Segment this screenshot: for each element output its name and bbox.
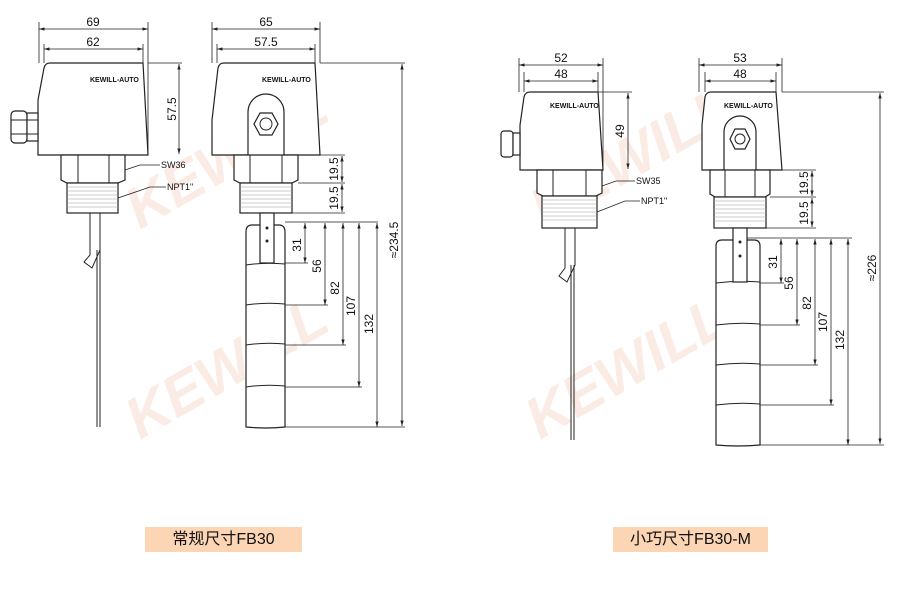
svg-text:SW35: SW35 xyxy=(636,176,661,186)
svg-text:19.5: 19.5 xyxy=(327,157,341,181)
svg-text:KEWILL-AUTO: KEWILL-AUTO xyxy=(550,103,599,110)
svg-text:KEWILL-AUTO: KEWILL-AUTO xyxy=(724,103,773,110)
svg-text:KEWILL-AUTO: KEWILL-AUTO xyxy=(90,77,139,84)
svg-text:65: 65 xyxy=(259,15,273,29)
svg-text:19.5: 19.5 xyxy=(797,171,811,195)
svg-text:49: 49 xyxy=(613,124,627,138)
svg-text:48: 48 xyxy=(733,67,747,81)
svg-text:48: 48 xyxy=(554,67,568,81)
svg-text:52: 52 xyxy=(554,51,568,65)
caption-fb30-m: 小巧尺寸FB30-M xyxy=(613,527,768,552)
svg-text:KEWILL: KEWILL xyxy=(514,284,739,451)
fb30-front-view: KEWILL-AUTO 65 57.5 19.5 19.5 31 56 xyxy=(211,15,405,429)
fb30m-front-view: KEWILL-AUTO 53 48 19.5 19.5 31 56 8 xyxy=(698,51,884,447)
svg-text:107: 107 xyxy=(344,296,358,316)
svg-text:31: 31 xyxy=(290,238,304,252)
svg-text:NPT1": NPT1" xyxy=(167,182,193,192)
watermark: KEWILL KEWILL KEWILL KEWILL xyxy=(114,74,744,451)
svg-text:53: 53 xyxy=(733,51,747,65)
svg-text:132: 132 xyxy=(833,330,847,350)
svg-text:56: 56 xyxy=(782,276,796,290)
svg-text:57.5: 57.5 xyxy=(254,35,278,49)
svg-text:62: 62 xyxy=(86,35,100,49)
svg-text:107: 107 xyxy=(816,312,830,332)
svg-text:≈226: ≈226 xyxy=(865,254,879,281)
svg-text:82: 82 xyxy=(800,296,814,310)
svg-text:56: 56 xyxy=(310,259,324,273)
caption-fb30: 常规尺寸FB30 xyxy=(145,527,302,552)
svg-text:KEWILL: KEWILL xyxy=(114,284,339,451)
svg-text:57.5: 57.5 xyxy=(165,97,179,121)
svg-text:KEWILL-AUTO: KEWILL-AUTO xyxy=(262,77,311,84)
svg-text:69: 69 xyxy=(86,15,100,29)
fb30m-side-view: KEWILL-AUTO 52 48 49 SW35 NPT1" xyxy=(500,51,667,440)
fb30-side-view: KEWILL-AUTO 69 62 57.5 SW36 NPT1" xyxy=(10,15,193,427)
svg-text:132: 132 xyxy=(362,314,376,334)
svg-text:19.5: 19.5 xyxy=(327,186,341,210)
svg-text:SW36: SW36 xyxy=(161,160,186,170)
svg-text:≈234.5: ≈234.5 xyxy=(387,221,401,258)
svg-text:NPT1": NPT1" xyxy=(641,196,667,206)
svg-text:19.5: 19.5 xyxy=(797,201,811,225)
svg-text:82: 82 xyxy=(328,281,342,295)
svg-text:31: 31 xyxy=(766,255,780,269)
